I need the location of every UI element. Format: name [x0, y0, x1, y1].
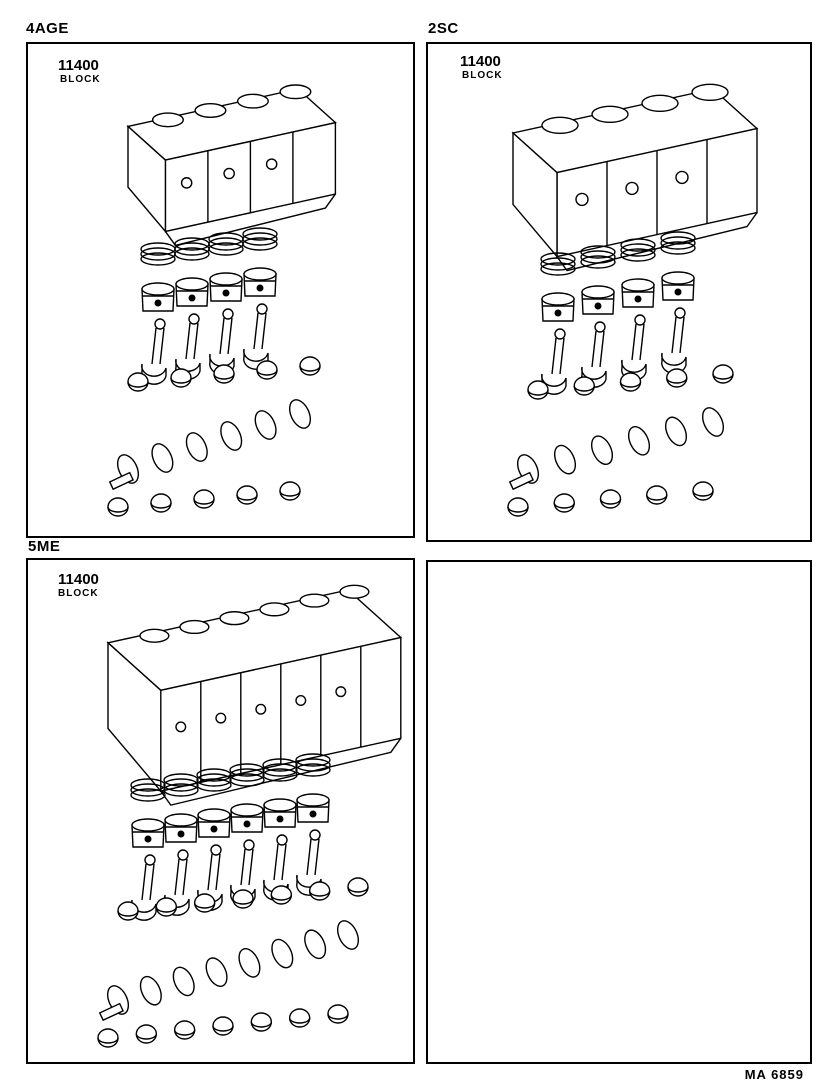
- bearing-shell: [170, 368, 192, 388]
- bearing-shell: [527, 380, 549, 400]
- bearing-shell: [599, 489, 622, 509]
- panel-empty: [426, 560, 812, 1064]
- drawing-code: MA 6859: [744, 1067, 804, 1082]
- piston-ring-set: [196, 768, 232, 792]
- piston-ring-set: [295, 753, 331, 777]
- bearing-shell: [212, 1016, 234, 1036]
- bearing-shell: [573, 376, 595, 396]
- bearing-shell: [135, 1024, 158, 1044]
- connecting-rod: [141, 318, 167, 385]
- piston: [296, 793, 330, 823]
- piston: [263, 798, 297, 828]
- piston: [141, 282, 175, 312]
- bearing-shell: [308, 881, 331, 901]
- bearing-shell: [646, 485, 668, 505]
- part-name: BLOCK: [462, 70, 503, 81]
- piston: [230, 803, 264, 833]
- engine-label-4age: 4AGE: [26, 20, 69, 37]
- bearing-shell: [666, 368, 688, 388]
- piston: [131, 818, 165, 848]
- bearing-shell: [117, 901, 139, 921]
- piston: [661, 271, 695, 301]
- piston-ring-set: [140, 242, 176, 266]
- piston: [175, 277, 209, 307]
- engine-label-5me: 5ME: [28, 538, 61, 555]
- bearing-shell: [553, 493, 575, 513]
- connecting-rod: [209, 308, 235, 375]
- bearing-shell: [155, 897, 178, 917]
- connecting-rod: [131, 854, 157, 921]
- bearing-shell: [236, 485, 258, 505]
- connecting-rod: [621, 314, 647, 381]
- crankshaft: [508, 407, 725, 491]
- piston-ring-set: [174, 237, 210, 261]
- piston-ring-set: [163, 773, 199, 797]
- cylinder-block-drawing: [126, 84, 337, 247]
- bearing-shell: [97, 1028, 119, 1048]
- bearing-shell: [213, 364, 235, 384]
- bearing-shell: [299, 356, 321, 376]
- piston-ring-set: [262, 758, 298, 782]
- connecting-rod: [661, 307, 687, 374]
- bearing-shell: [232, 889, 254, 909]
- piston-ring-set: [660, 231, 696, 255]
- bearing-shell: [256, 360, 278, 380]
- bearing-shell: [507, 497, 529, 517]
- part-number: 11400: [460, 53, 501, 70]
- bearing-shell: [327, 1004, 349, 1024]
- panel-5me: 11400 BLOCK: [26, 558, 415, 1064]
- bearing-shell: [107, 497, 129, 517]
- bearing-shell: [193, 893, 216, 913]
- engine-assembly-drawing: [97, 584, 403, 1048]
- part-name: BLOCK: [60, 74, 101, 85]
- piston: [209, 272, 243, 302]
- part-name: BLOCK: [58, 588, 99, 599]
- piston: [541, 292, 575, 322]
- piston-ring-set: [620, 238, 656, 262]
- bearing-shell: [692, 481, 714, 501]
- crankshaft: [108, 399, 312, 491]
- part-number: 11400: [58, 571, 99, 588]
- engine-assembly-drawing: [507, 83, 759, 517]
- piston-ring-set: [540, 252, 576, 276]
- connecting-rod: [243, 303, 269, 370]
- cylinder-block-drawing: [511, 83, 759, 272]
- piston-ring-set: [580, 245, 616, 269]
- panel-2sc: 11400 BLOCK: [426, 42, 812, 542]
- crankshaft: [98, 920, 360, 1022]
- bearing-shell: [173, 1020, 196, 1040]
- panel-4age: 11400 BLOCK: [26, 42, 415, 538]
- bearing-shell: [250, 1012, 273, 1032]
- piston: [164, 813, 198, 843]
- bearing-shell: [288, 1008, 311, 1028]
- bearing-shell: [127, 372, 149, 392]
- piston: [243, 267, 277, 297]
- bearing-shell: [347, 877, 369, 897]
- piston-ring-set: [242, 227, 278, 251]
- engine-assembly-drawing: [107, 84, 337, 517]
- piston: [621, 278, 655, 308]
- cylinder-block-drawing: [106, 584, 403, 806]
- piston: [197, 808, 231, 838]
- part-number: 11400: [58, 57, 99, 74]
- bearing-shell: [150, 493, 172, 513]
- engine-label-2sc: 2SC: [428, 20, 459, 37]
- piston-ring-set: [229, 763, 265, 787]
- bearing-shell: [619, 372, 642, 392]
- bearing-shell: [279, 481, 301, 501]
- bearing-shell: [270, 885, 293, 905]
- bearing-shell: [193, 489, 215, 509]
- piston: [581, 285, 615, 315]
- bearing-shell: [712, 364, 734, 384]
- piston-ring-set: [130, 778, 166, 802]
